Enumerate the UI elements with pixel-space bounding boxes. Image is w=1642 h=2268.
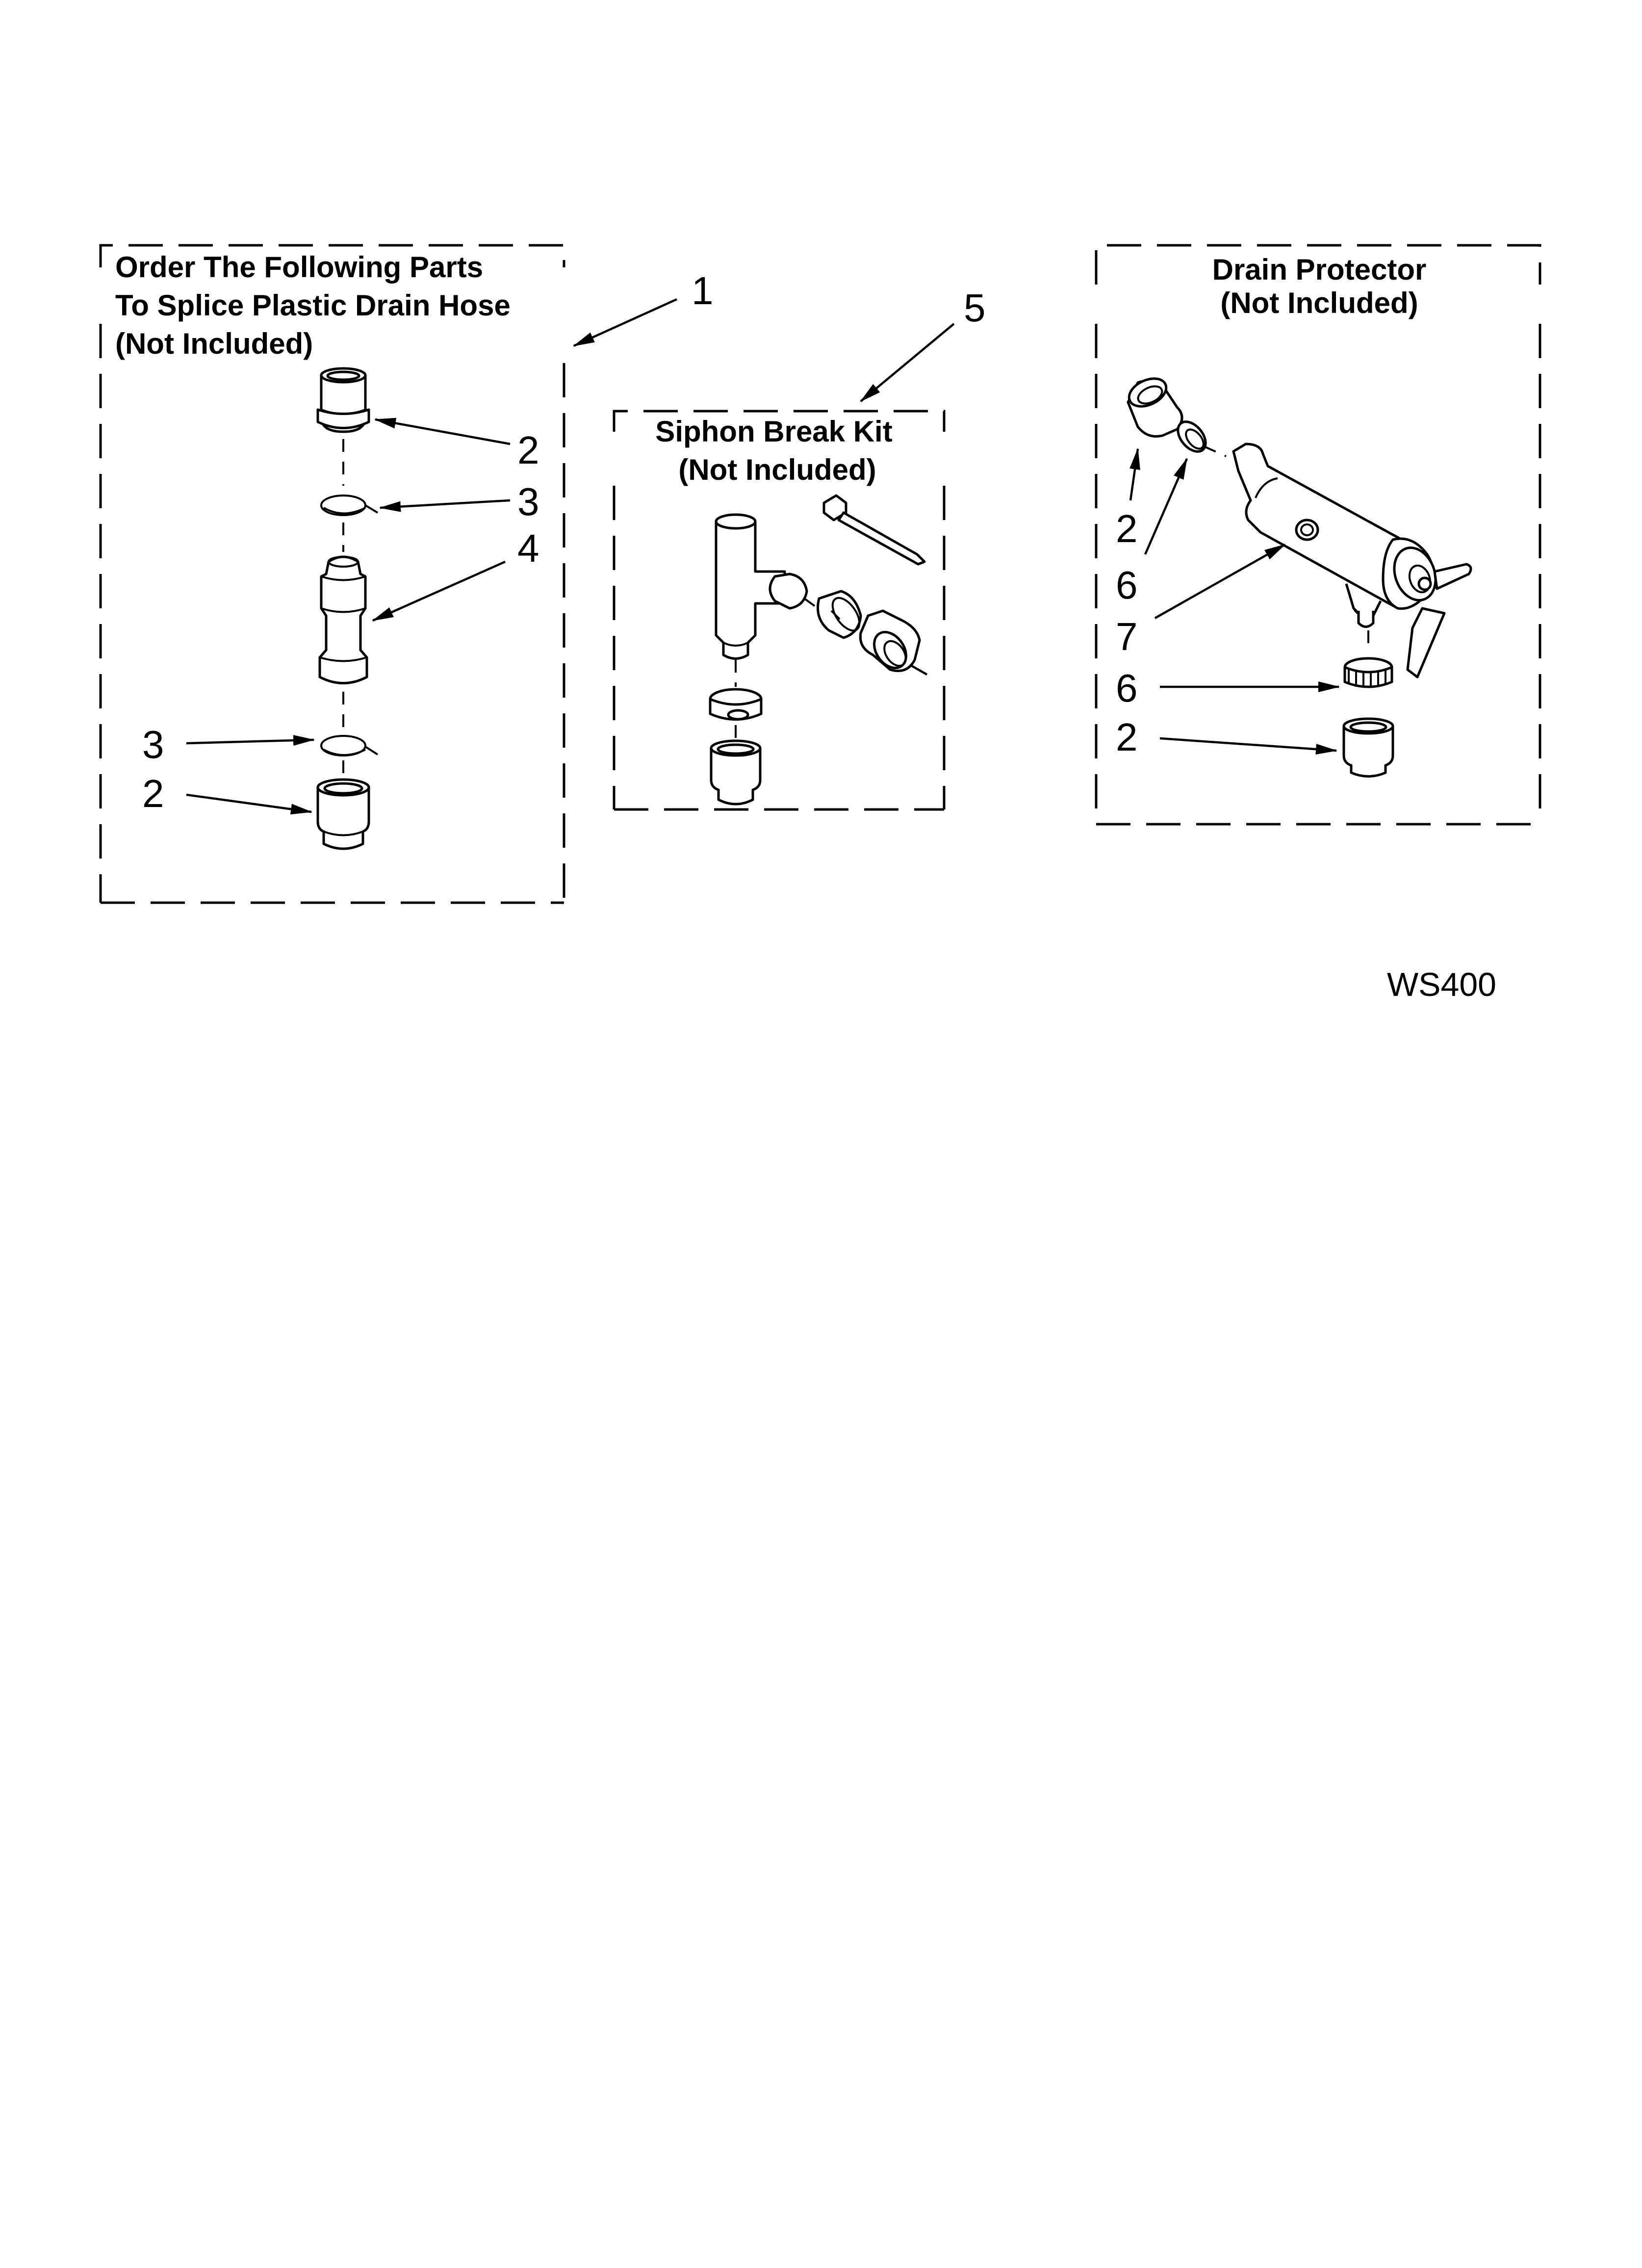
callout-2-drain-bottom: 2 — [1116, 715, 1138, 759]
leader-2-bottom — [186, 793, 312, 815]
drain-protector-title-line-1: Drain Protector — [1212, 253, 1427, 286]
adapter-icon — [859, 609, 928, 676]
adapter-icon — [1342, 717, 1394, 778]
callout-1: 1 — [692, 269, 714, 313]
callout-3-top: 3 — [517, 480, 539, 523]
leader-3-bottom — [186, 735, 315, 746]
drain-protector-border-top — [1095, 244, 1541, 285]
leader-2-top — [374, 417, 511, 445]
drain-protector-icon — [1232, 443, 1472, 678]
drain-protector-panel: Drain Protector (Not Included) — [1095, 244, 1541, 826]
leader-1 — [573, 298, 677, 347]
clamp-icon — [320, 735, 379, 756]
adapter-icon — [316, 367, 370, 433]
callout-3-bottom: 3 — [142, 723, 164, 766]
cable-tie-icon — [822, 494, 926, 566]
callout-6-drain-bottom: 6 — [1116, 666, 1138, 710]
callout-2-bottom: 2 — [142, 772, 164, 815]
clamp-icon — [817, 590, 862, 639]
callout-2-top: 2 — [517, 428, 539, 472]
leader-4 — [372, 560, 506, 622]
leader-7 — [1154, 544, 1286, 619]
axis-line-siphon-right — [803, 598, 818, 608]
siphon-break-kit-panel: Siphon Break Kit (Not Included) 5 — [613, 286, 986, 811]
leader-2-drain-bottom — [1159, 737, 1337, 755]
callout-4: 4 — [517, 526, 539, 570]
callout-5: 5 — [964, 286, 986, 330]
tee-fitting-icon — [715, 513, 808, 687]
splice-kit-title-line-1: Order The Following Parts — [115, 251, 483, 284]
clamp-icon — [320, 495, 379, 516]
splice-kit-panel: Order The Following Parts To Splice Plas… — [99, 244, 714, 904]
siphon-kit-title-line-2: (Not Included) — [678, 453, 876, 486]
connector-icon — [318, 555, 368, 684]
splice-kit-title-line-3: (Not Included) — [115, 327, 313, 360]
splice-kit-border — [99, 244, 565, 267]
clamp-icon — [709, 688, 763, 721]
callout-7: 7 — [1116, 615, 1138, 658]
leader-3-top — [379, 499, 511, 512]
callout-6-drain-top: 6 — [1116, 563, 1138, 607]
callout-2-drain-top: 2 — [1116, 507, 1138, 550]
axis-line-drain-top — [1204, 445, 1227, 457]
drain-protector-title-line-2: (Not Included) — [1220, 287, 1418, 319]
siphon-kit-title-line-1: Siphon Break Kit — [655, 415, 892, 448]
leader-5 — [860, 323, 955, 402]
figure-code: WS400 — [1387, 966, 1496, 1003]
adapter-icon — [1127, 377, 1183, 438]
clamp-icon — [1177, 420, 1207, 453]
leader-2-drain-top — [1129, 448, 1140, 501]
adapter-icon — [710, 739, 762, 806]
clamp-icon — [1343, 657, 1393, 688]
leader-6-drain-top — [1144, 458, 1188, 555]
adapter-icon — [316, 778, 370, 850]
siphon-kit-border-top — [613, 410, 946, 432]
splice-kit-title-line-2: To Splice Plastic Drain Hose — [115, 289, 511, 322]
